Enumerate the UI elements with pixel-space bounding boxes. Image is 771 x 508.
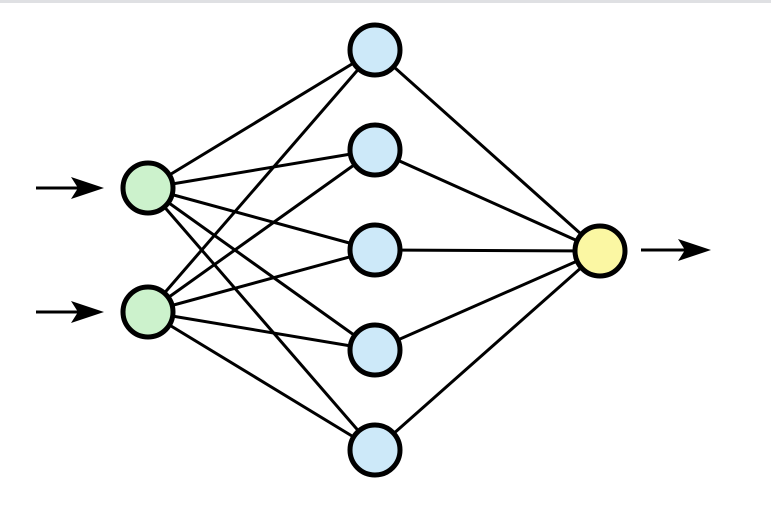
output-arrow [641, 239, 711, 261]
edge-i2-h5 [147, 310, 376, 452]
edge-i1-h1 [147, 48, 376, 190]
hidden-node-1 [347, 22, 403, 78]
window-top-border [0, 0, 771, 3]
edge-i2-h3 [147, 248, 376, 314]
edge-i1-h5 [146, 187, 377, 451]
edge-i1-h4 [147, 186, 376, 352]
input-node-1 [120, 160, 176, 216]
edge-i2-h2 [147, 148, 376, 314]
edge-h5-o1 [374, 249, 601, 452]
edge-h3-o1 [374, 248, 601, 253]
input-node-2 [120, 284, 176, 340]
input-arrow-1-head [71, 177, 104, 199]
edge-i1-h3 [147, 186, 376, 252]
hidden-node-3 [347, 222, 403, 278]
input-arrow-2 [36, 301, 104, 323]
input-arrow-2-head [71, 301, 104, 323]
input-arrow-1 [36, 177, 104, 199]
hidden-node-2 [347, 122, 403, 178]
edge-h1-o1 [374, 48, 601, 253]
hidden-node-4 [347, 322, 403, 378]
edge-h2-o1 [374, 148, 601, 253]
edge-i2-h1 [146, 49, 377, 313]
edge-i2-h4 [147, 310, 376, 352]
edge-h4-o1 [374, 249, 601, 352]
edge-i1-h2 [147, 148, 376, 190]
output-arrow-head [678, 239, 711, 261]
output-node-1 [572, 223, 628, 279]
hidden-node-5 [347, 422, 403, 478]
